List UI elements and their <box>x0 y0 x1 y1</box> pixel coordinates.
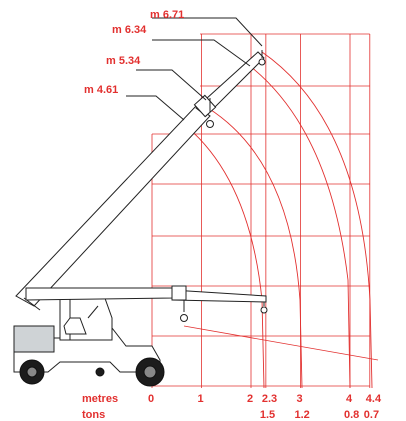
horizontal-arm <box>25 287 173 301</box>
leader-6-71 <box>152 17 263 47</box>
height-label-5-34: m 5.34 <box>106 55 141 67</box>
hook-top <box>258 50 266 66</box>
operator-seat <box>63 317 87 335</box>
leader-5-34 <box>136 69 207 101</box>
metre-tick-label: 3 <box>297 393 303 405</box>
crane-illustration <box>13 50 268 387</box>
reach-curve-5-34 <box>207 107 303 389</box>
hook-arm <box>180 300 188 322</box>
reach-curve-6-71 <box>261 51 373 389</box>
hook-mid <box>206 98 214 128</box>
arm-joint <box>171 285 187 301</box>
hook-arm-tip <box>260 302 268 314</box>
mid-wheel <box>95 367 105 377</box>
ton-tick-label: 0.8 <box>344 409 359 421</box>
ton-tick-label: 1.5 <box>260 409 275 421</box>
floor-slope-line <box>183 325 379 361</box>
reach-curves <box>185 51 373 389</box>
front-wheel <box>135 357 165 387</box>
ton-tick-label: 1.2 <box>295 409 310 421</box>
rear-wheel <box>19 359 45 385</box>
metre-tick-label: 2.3 <box>262 393 277 405</box>
ton-tick-labels: 1.5 1.2 0.8 0.7 <box>260 409 379 421</box>
leader-4-61 <box>126 95 185 121</box>
metre-tick-label: 1 <box>198 393 204 405</box>
metre-tick-label: 4.4 <box>366 393 382 405</box>
reach-curve-6-34 <box>249 65 351 389</box>
metre-tick-label: 4 <box>346 393 353 405</box>
height-label-6-34: m 6.34 <box>112 24 147 36</box>
metre-tick-label: 2 <box>247 393 253 405</box>
height-leaders <box>126 17 263 121</box>
reach-curve-4-61 <box>185 125 265 389</box>
height-label-6-71: m 6.71 <box>150 9 184 21</box>
height-label-4-61: m 4.61 <box>84 84 118 96</box>
load-chart-grid <box>151 33 379 388</box>
metre-tick-label: 0 <box>148 393 154 405</box>
battery-box <box>13 325 55 353</box>
steering-wheel <box>87 305 99 319</box>
metre-tick-labels: 0 1 2 2.3 3 4 4.4 <box>148 393 382 405</box>
boom-mast <box>15 105 211 307</box>
ton-tick-label: 0.7 <box>364 409 379 421</box>
metres-label: metres <box>82 393 118 405</box>
leader-6-34 <box>152 39 251 67</box>
tons-label: tons <box>82 409 105 421</box>
